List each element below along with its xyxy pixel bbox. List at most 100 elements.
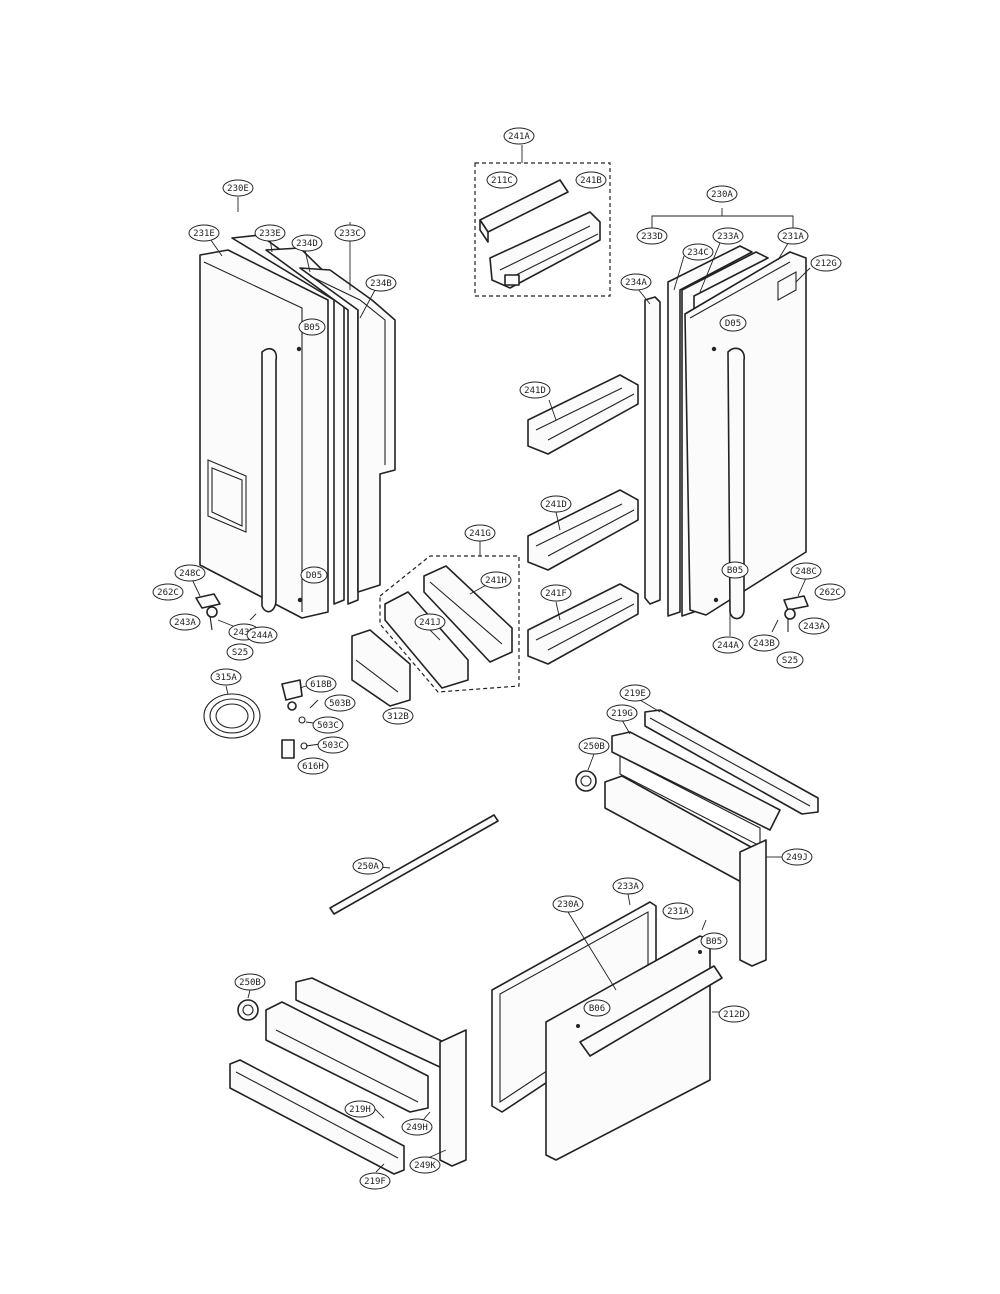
label-241d-top: 241D — [519, 381, 551, 399]
svg-text:219E: 219E — [624, 689, 646, 699]
label-212g: 212G — [810, 254, 842, 272]
label-230a: 230A — [706, 185, 738, 203]
svg-text:241F: 241F — [545, 589, 567, 599]
svg-text:503C: 503C — [317, 721, 339, 731]
label-234a: 234A — [620, 273, 652, 291]
label-243a-left: 243A — [169, 613, 201, 631]
svg-text:249J: 249J — [786, 853, 808, 863]
svg-text:241D: 241D — [545, 500, 567, 510]
svg-text:262C: 262C — [819, 588, 841, 598]
svg-text:244A: 244A — [251, 631, 273, 641]
label-219g: 219G — [606, 704, 638, 722]
label-s25-left: S25 — [226, 643, 254, 661]
label-241f: 241F — [540, 584, 572, 602]
svg-text:249H: 249H — [406, 1123, 428, 1133]
label-503c-upper: 503C — [312, 716, 344, 734]
label-250b-left: 250B — [234, 973, 266, 991]
label-262c-left: 262C — [152, 583, 184, 601]
svg-text:219G: 219G — [611, 709, 633, 719]
svg-text:244A: 244A — [717, 641, 739, 651]
label-241h: 241H — [480, 571, 512, 589]
svg-text:616H: 616H — [302, 762, 324, 772]
svg-text:503B: 503B — [329, 699, 351, 709]
svg-text:248C: 248C — [795, 567, 817, 577]
svg-text:234B: 234B — [370, 279, 392, 289]
svg-text:234D: 234D — [296, 239, 318, 249]
label-248c-right: 248C — [790, 562, 822, 580]
label-b06: B06 — [583, 999, 611, 1017]
svg-text:233E: 233E — [259, 229, 281, 239]
bracket-312b — [351, 629, 411, 714]
label-241a: 241A — [503, 127, 535, 145]
label-230a-bottom: 230A — [552, 895, 584, 913]
label-249k: 249K — [409, 1156, 441, 1174]
label-312b: 312B — [382, 707, 414, 725]
svg-text:250A: 250A — [357, 862, 379, 872]
svg-text:241D: 241D — [524, 386, 546, 396]
label-234c: 234C — [682, 243, 714, 261]
left-door-assembly — [199, 197, 396, 619]
rail-assembly-right — [575, 699, 819, 967]
label-233d: 233D — [636, 227, 668, 245]
svg-text:618B: 618B — [310, 680, 332, 690]
label-219f: 219F — [359, 1172, 391, 1190]
svg-text:212G: 212G — [815, 259, 837, 269]
drawer-front-assembly — [491, 893, 723, 1161]
svg-text:233A: 233A — [617, 882, 639, 892]
label-244a-left: 244A — [246, 626, 278, 644]
label-s25-right: S25 — [776, 651, 804, 669]
label-248c-left: 248C — [174, 564, 206, 582]
label-250b-right: 250B — [578, 737, 610, 755]
label-241j: 241J — [414, 613, 446, 631]
label-b05-left-top: B05 — [298, 318, 326, 336]
svg-text:B05: B05 — [304, 323, 320, 333]
svg-text:B05: B05 — [706, 937, 722, 947]
svg-text:243A: 243A — [174, 618, 196, 628]
svg-text:233C: 233C — [339, 229, 361, 239]
svg-text:250B: 250B — [239, 978, 261, 988]
svg-text:S25: S25 — [232, 648, 248, 658]
svg-text:219F: 219F — [364, 1177, 386, 1187]
svg-text:212D: 212D — [723, 1010, 745, 1020]
svg-text:233D: 233D — [641, 232, 663, 242]
label-231a-bottom: 231A — [662, 902, 694, 920]
svg-text:241A: 241A — [508, 132, 530, 142]
label-503b: 503B — [324, 694, 356, 712]
svg-text:230E: 230E — [227, 184, 249, 194]
svg-text:S25: S25 — [782, 656, 798, 666]
label-231e: 231E — [188, 224, 220, 242]
label-618b: 618B — [305, 675, 337, 693]
svg-text:243B: 243B — [753, 639, 775, 649]
right-hinge-parts — [729, 577, 809, 636]
svg-text:231A: 231A — [782, 232, 804, 242]
svg-text:219H: 219H — [349, 1105, 371, 1115]
label-230e: 230E — [222, 179, 254, 197]
svg-text:231A: 231A — [667, 907, 689, 917]
label-212d: 212D — [718, 1005, 750, 1023]
svg-text:B05: B05 — [727, 566, 743, 576]
label-233e: 233E — [254, 224, 286, 242]
label-b05-right-bottom: B05 — [721, 561, 749, 579]
svg-text:312B: 312B — [387, 712, 409, 722]
label-241b: 241B — [575, 171, 607, 189]
svg-text:503C: 503C — [322, 741, 344, 751]
label-250a: 250A — [352, 857, 384, 875]
right-door-assembly — [637, 208, 811, 620]
tubing-and-valves — [203, 679, 321, 759]
label-231a: 231A — [777, 227, 809, 245]
svg-text:243A: 243A — [803, 622, 825, 632]
label-234b: 234B — [365, 274, 397, 292]
svg-text:D05: D05 — [725, 319, 741, 329]
svg-text:315A: 315A — [215, 673, 237, 683]
label-241g: 241G — [464, 524, 496, 542]
label-219e: 219E — [619, 684, 651, 702]
svg-text:248C: 248C — [179, 569, 201, 579]
label-233c: 233C — [334, 224, 366, 242]
svg-text:230A: 230A — [557, 900, 579, 910]
part-labels: 241A 211C 241B 230E 231E 233E 234D 233C … — [152, 127, 846, 1190]
label-233a-bottom: 233A — [612, 877, 644, 895]
svg-text:233A: 233A — [717, 232, 739, 242]
label-243b: 243B — [748, 634, 780, 652]
bin-inset-241a — [474, 145, 611, 297]
